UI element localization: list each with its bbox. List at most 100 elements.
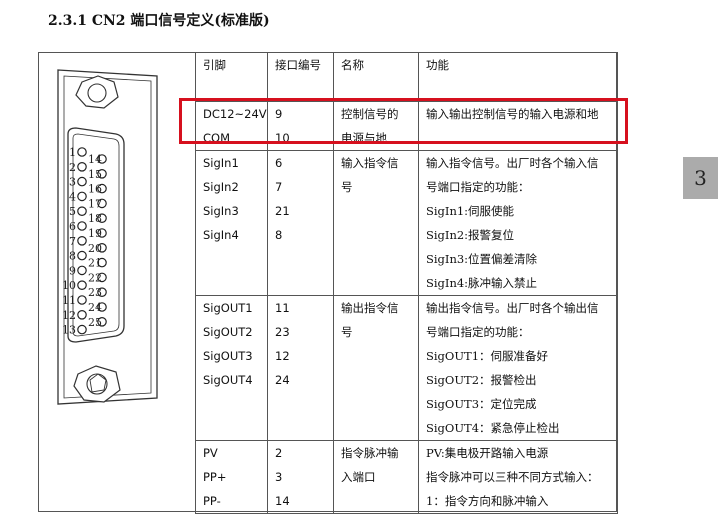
port-number-cell-line: 23 — [275, 325, 290, 339]
pin-cell-line: PP+ — [203, 470, 227, 484]
pin-label: 9 — [69, 264, 76, 277]
pin-3-icon — [77, 176, 87, 187]
function-cell-line: 输入指令信号。出厂时各个输入信 — [426, 156, 599, 170]
pin-label: 15 — [88, 168, 102, 181]
pin-label: 24 — [88, 301, 102, 314]
pin-2-icon — [77, 162, 87, 172]
name-cell-line: 控制信号的 — [341, 107, 399, 121]
pin-4-icon — [77, 191, 87, 202]
pin-label: 18 — [88, 212, 102, 225]
function-cell-line: 指令脉冲可以三种不同方式输入： — [426, 470, 599, 484]
pin-18-icon — [97, 213, 107, 223]
function-cell-line: SigOUT3：定位完成 — [426, 397, 537, 411]
pin-label: 11 — [62, 294, 76, 307]
pin-label: 4 — [69, 190, 76, 203]
pin-label: 12 — [62, 309, 76, 322]
pin-25-icon — [97, 316, 107, 327]
function-cell-line: SigIn2:报警复位 — [426, 228, 515, 242]
function-cell-line: SigIn4:脉冲输入禁止 — [426, 276, 538, 290]
port-number-cell-line: 14 — [275, 494, 290, 508]
pin-16-icon — [97, 183, 107, 194]
pin-label: 7 — [69, 235, 76, 248]
pin-7-icon — [77, 236, 87, 246]
page-tab: 3 — [683, 157, 718, 199]
pin-17-icon — [97, 198, 107, 209]
pin-1-icon — [77, 147, 87, 157]
port-number-cell: 11 23 12 24 — [267, 295, 334, 441]
header-function: 功能 — [418, 52, 618, 102]
pin-12-icon — [77, 309, 87, 320]
pin-cell-line: DC12~24V — [203, 107, 267, 121]
pin-5-icon — [77, 206, 87, 216]
pin-cell-line: PP- — [203, 494, 221, 508]
function-cell: 输入指令信号。出厂时各个输入信号端口指定的功能： SigIn1:伺服使能 SigIn… — [418, 150, 618, 296]
pin-label: 23 — [88, 286, 102, 299]
name-cell-line: 号 — [341, 325, 353, 339]
pin-label: 5 — [69, 205, 76, 218]
name-cell: 输出指令信号 — [333, 295, 419, 441]
pin-22-icon — [97, 272, 107, 283]
name-cell-line: 输入指令信 — [341, 156, 399, 170]
function-cell-line: 号端口指定的功能： — [426, 325, 530, 339]
port-number-cell-line: 6 — [275, 156, 283, 170]
name-cell-line: 输出指令信 — [341, 301, 399, 315]
port-number-cell-line: 8 — [275, 228, 283, 242]
pin-label: 16 — [88, 183, 102, 196]
pin-cell-line: SigOUT4 — [203, 373, 253, 387]
pin-cell-line: SigIn1 — [203, 156, 239, 170]
pin-label: 17 — [88, 197, 102, 210]
header-name: 名称 — [333, 52, 419, 102]
pin-14-icon — [97, 154, 107, 164]
name-cell: 输入指令信号 — [333, 150, 419, 296]
pin-15-icon — [97, 169, 107, 179]
pin-cell-line: SigOUT2 — [203, 325, 253, 339]
pin-24-icon — [97, 302, 107, 312]
pin-label: 25 — [88, 316, 102, 329]
highlight-box — [179, 98, 628, 144]
pin-label: 20 — [88, 242, 102, 255]
function-cell-line: 1：指令方向和脉冲输入 — [426, 494, 549, 508]
pin-6-icon — [77, 221, 87, 231]
port-number-cell-line: 9 — [275, 107, 283, 121]
function-cell-line: 输入输出控制信号的输入电源和地 — [426, 107, 599, 121]
pin-21-icon — [97, 257, 107, 268]
function-cell: 输出指令信号。出厂时各个输出信号端口指定的功能： SigOUT1：伺服准备好 Sig… — [418, 295, 618, 441]
pin-10-icon — [77, 280, 87, 290]
port-number-cell: 2 3 14 — [267, 440, 334, 514]
function-cell-line: 号端口指定的功能： — [426, 180, 530, 194]
section-title: 2.3.1 CN2 端口信号定义(标准版) — [48, 13, 270, 29]
function-cell-line: PV:集电极开路输入电源 — [426, 446, 549, 460]
function-cell-line: SigOUT1：伺服准备好 — [426, 349, 549, 363]
pin-label: 22 — [88, 271, 102, 284]
function-cell-line: 输出指令信号。出厂时各个输出信 — [426, 301, 599, 315]
pin-label: 6 — [69, 220, 76, 233]
function-cell-line: SigOUT4：紧急停止检出 — [426, 421, 560, 435]
function-cell-line: SigOUT2：报警检出 — [426, 373, 537, 387]
port-number-cell-line: 2 — [275, 446, 283, 460]
top-screw-icon — [75, 75, 119, 109]
pin-9-icon — [77, 265, 87, 276]
pin-cell-line: SigIn4 — [203, 228, 239, 242]
pin-cell-line: SigOUT3 — [203, 349, 253, 363]
pin-23-icon — [97, 287, 107, 297]
pin-label: 2 — [69, 161, 76, 174]
port-number-cell-line: 24 — [275, 373, 290, 387]
function-cell-line: SigIn1:伺服使能 — [426, 204, 515, 218]
pin-cell-line: PV — [203, 446, 218, 460]
name-cell-line: 指令脉冲输 — [341, 446, 399, 460]
pin-8-icon — [77, 250, 87, 261]
port-number-cell-line: 3 — [275, 470, 283, 484]
port-number-cell-line: 12 — [275, 349, 290, 363]
bottom-screw-icon — [73, 365, 121, 403]
name-cell-line: 号 — [341, 180, 353, 194]
port-number-cell-line: 7 — [275, 180, 283, 194]
pin-19-icon — [97, 228, 107, 238]
port-number-cell-line: 11 — [275, 301, 290, 315]
